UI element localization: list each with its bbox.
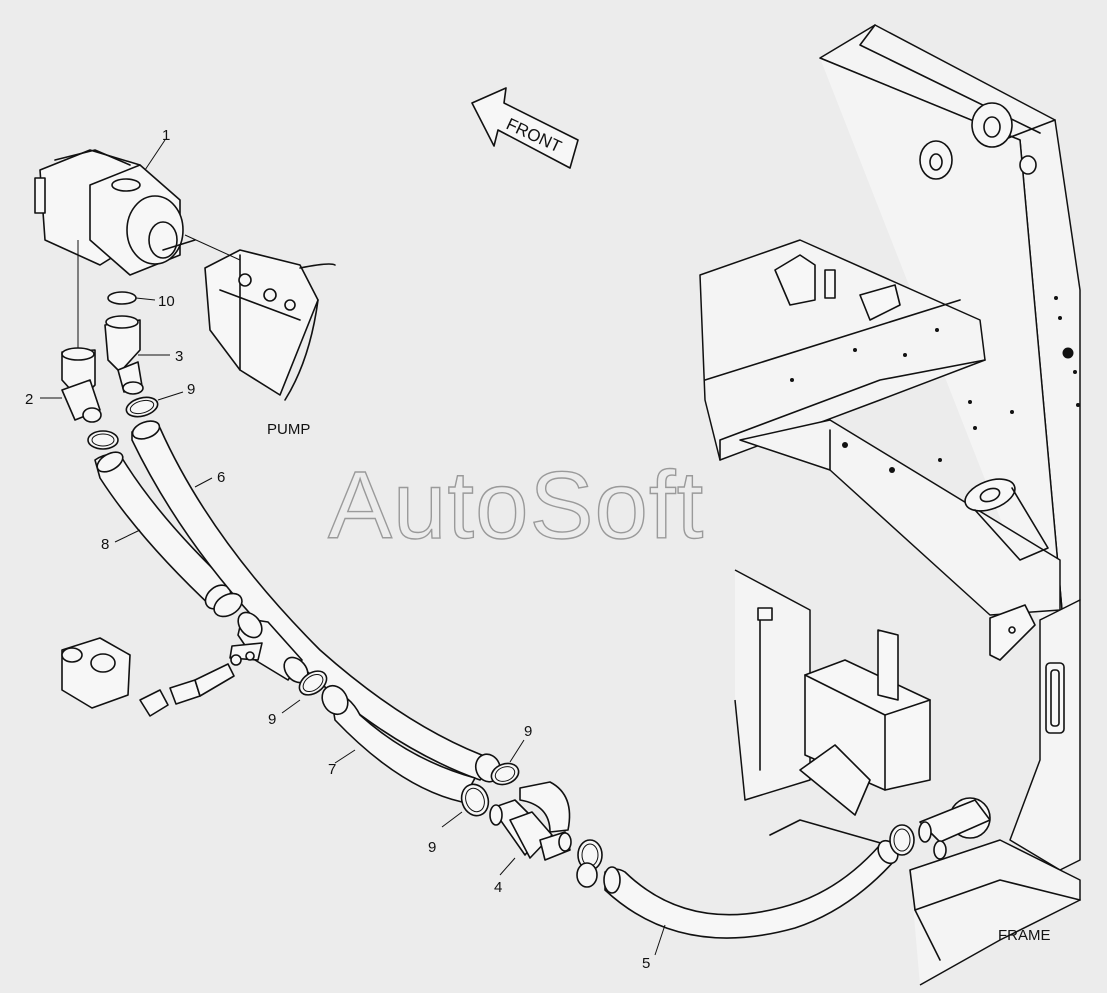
hose-clamp-lower-left xyxy=(460,783,490,817)
front-direction-arrow: FRONT xyxy=(471,87,579,169)
tee-fitting-4 xyxy=(489,781,572,861)
callout-10: 10 xyxy=(158,293,175,310)
callout-2: 2 xyxy=(25,391,33,408)
callout-9: 9 xyxy=(524,723,532,740)
elbow-fitting xyxy=(61,240,102,423)
suction-fitting xyxy=(104,315,144,395)
frame-holes xyxy=(790,296,1080,473)
pressure-switch xyxy=(61,637,255,717)
hydraulic-pump xyxy=(34,149,196,276)
hose-clamp-frame xyxy=(889,824,915,856)
callout-6: 6 xyxy=(217,469,225,486)
frame-label: FRAME xyxy=(998,927,1051,944)
hose-clamp-left-top xyxy=(87,430,119,450)
callout-numbers: 1 10 3 2 9 6 8 9 7 9 9 4 5 xyxy=(25,127,650,972)
callout-9: 9 xyxy=(187,381,195,398)
pump-label: PUMP xyxy=(267,421,310,438)
hose-clamp-top xyxy=(125,396,159,418)
hose-clamp-lower-right xyxy=(490,762,520,786)
o-ring xyxy=(107,291,137,305)
callout-8: 8 xyxy=(101,536,109,553)
hose-5 xyxy=(604,844,896,939)
callout-3: 3 xyxy=(175,348,183,365)
callout-1: 1 xyxy=(162,127,170,144)
callout-5: 5 xyxy=(642,955,650,972)
callout-9: 9 xyxy=(268,711,276,728)
hose-clamp-mid xyxy=(298,670,328,696)
hose-clamp-bottom xyxy=(576,839,603,888)
callout-4: 4 xyxy=(494,879,502,896)
callout-7: 7 xyxy=(328,761,336,778)
hose-7 xyxy=(329,689,476,803)
callout-9: 9 xyxy=(428,839,436,856)
machine-frame xyxy=(699,24,1081,986)
pump-assembly xyxy=(204,249,336,401)
watermark: AutoSoft xyxy=(328,452,704,559)
